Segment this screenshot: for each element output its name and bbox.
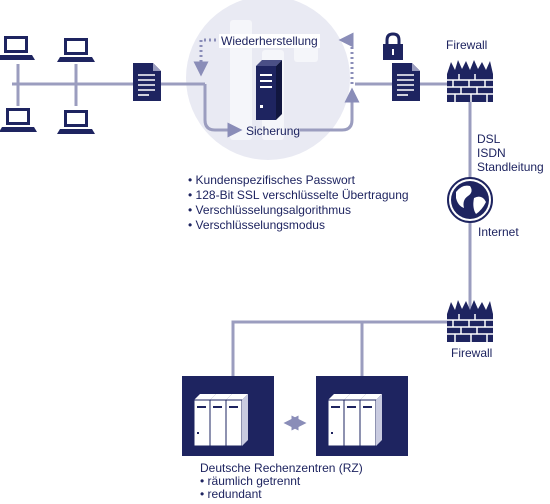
datacenter-title: Deutsche Rechenzentren (RZ) xyxy=(200,461,363,475)
laptop-icon xyxy=(57,110,95,134)
firewall-icon xyxy=(447,60,493,102)
laptop-icon xyxy=(0,36,35,60)
firewall-icon xyxy=(447,300,493,342)
datacenter-property: redundant xyxy=(200,488,363,501)
datacenter-icon xyxy=(182,376,274,456)
connection-types: DSL ISDN Standleitung xyxy=(477,132,544,174)
connection-type-isdn: ISDN xyxy=(477,146,506,160)
datacenter-icon xyxy=(316,376,408,456)
globe-icon xyxy=(447,177,493,223)
laptop-icon xyxy=(0,108,37,132)
firewall-bottom-label: Firewall xyxy=(451,346,493,360)
connection-type-dsl: DSL xyxy=(477,132,501,146)
datacenter-info: Deutsche Rechenzentren (RZ) räumlich get… xyxy=(200,462,363,501)
document-icon xyxy=(133,63,161,101)
backup-label: Sicherung xyxy=(246,124,301,138)
laptop-icon xyxy=(57,38,95,62)
feature-item: Verschlüsselungsmodus xyxy=(188,218,409,233)
internet-label: Internet xyxy=(478,225,519,239)
datacenter-lines xyxy=(231,320,447,376)
restore-label: Wiederherstellung xyxy=(219,34,320,48)
datacenter-property: räumlich getrennt xyxy=(200,475,363,488)
document-icon xyxy=(392,63,420,101)
connection-type-leased-line: Standleitung xyxy=(477,160,544,174)
feature-item: 128-Bit SSL verschlüsselte Übertragung xyxy=(188,188,409,203)
backup-loop xyxy=(193,32,360,138)
feature-item: Kundenspezifisches Passwort xyxy=(188,173,409,188)
feature-item: Verschlüsselungsalgorithmus xyxy=(188,203,409,218)
security-features-list: Kundenspezifisches Passwort 128-Bit SSL … xyxy=(188,173,409,233)
server-icon xyxy=(256,60,282,120)
firewall-top-label: Firewall xyxy=(446,38,488,52)
lock-icon xyxy=(383,32,403,60)
